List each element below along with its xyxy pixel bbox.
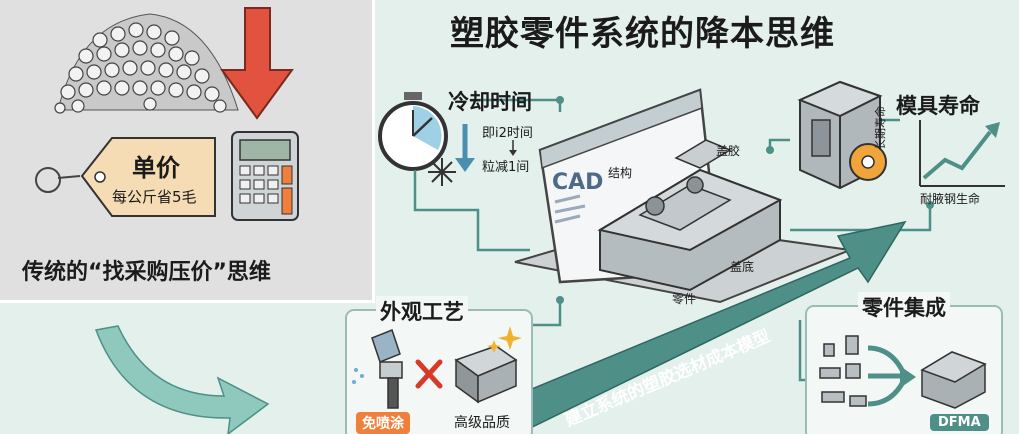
calculator-icon xyxy=(231,131,299,221)
stopwatch-icon xyxy=(378,92,448,171)
part-label-base: 盖底 xyxy=(730,260,755,274)
quality-label: 高级品质 xyxy=(454,415,510,431)
transition-arrow-icon xyxy=(94,325,270,434)
mold-life-axis-x: 耐腋钢生命 xyxy=(920,192,981,206)
lifespan-chart-icon xyxy=(919,120,1005,187)
cost-model-arrow-icon xyxy=(504,220,907,434)
quality-block-icon xyxy=(454,345,518,404)
cad-label: CAD xyxy=(552,170,604,195)
cooling-down-arrow-icon xyxy=(455,124,475,172)
small-parts-icon xyxy=(819,335,867,407)
integration-title: 零件集成 xyxy=(858,292,950,322)
spray-gun-icon xyxy=(352,329,403,409)
plastic-pellets-icon xyxy=(54,13,239,114)
price-tag-icon xyxy=(35,137,216,217)
appearance-title: 外观工艺 xyxy=(376,296,468,326)
cross-icon xyxy=(415,359,443,389)
cooling-note-line1: 即i2时间 xyxy=(482,126,533,141)
price-down-arrow-icon xyxy=(220,7,294,120)
cooling-note-line2: 粒减1间 xyxy=(482,160,530,175)
integrated-part-icon xyxy=(920,351,987,409)
mold-life-axis-y: 长期寿命 xyxy=(874,106,887,150)
cooling-title: 冷却时间 xyxy=(448,90,532,114)
mold-life-title: 模具寿命 xyxy=(896,94,980,118)
main-title: 塑胶零件系统的降本思维 xyxy=(450,14,835,54)
no-spray-badge: 免喷涂 xyxy=(356,412,410,434)
price-tag-subtitle: 每公斤省5毛 xyxy=(112,188,197,206)
snowflake-icon xyxy=(428,158,456,186)
sparkle-icon xyxy=(487,326,522,353)
dfma-badge: DFMA xyxy=(930,414,989,431)
part-label-structure: 结构 xyxy=(608,166,633,180)
gear-icon xyxy=(849,143,887,181)
price-tag-title: 单价 xyxy=(132,154,180,182)
part-label-part: 零件 xyxy=(672,292,697,306)
part-label-cover: 盖胶 xyxy=(716,144,741,158)
plastic-part-icon xyxy=(597,139,783,292)
left-caption: 传统的“找采购压价”思维 xyxy=(22,260,271,285)
